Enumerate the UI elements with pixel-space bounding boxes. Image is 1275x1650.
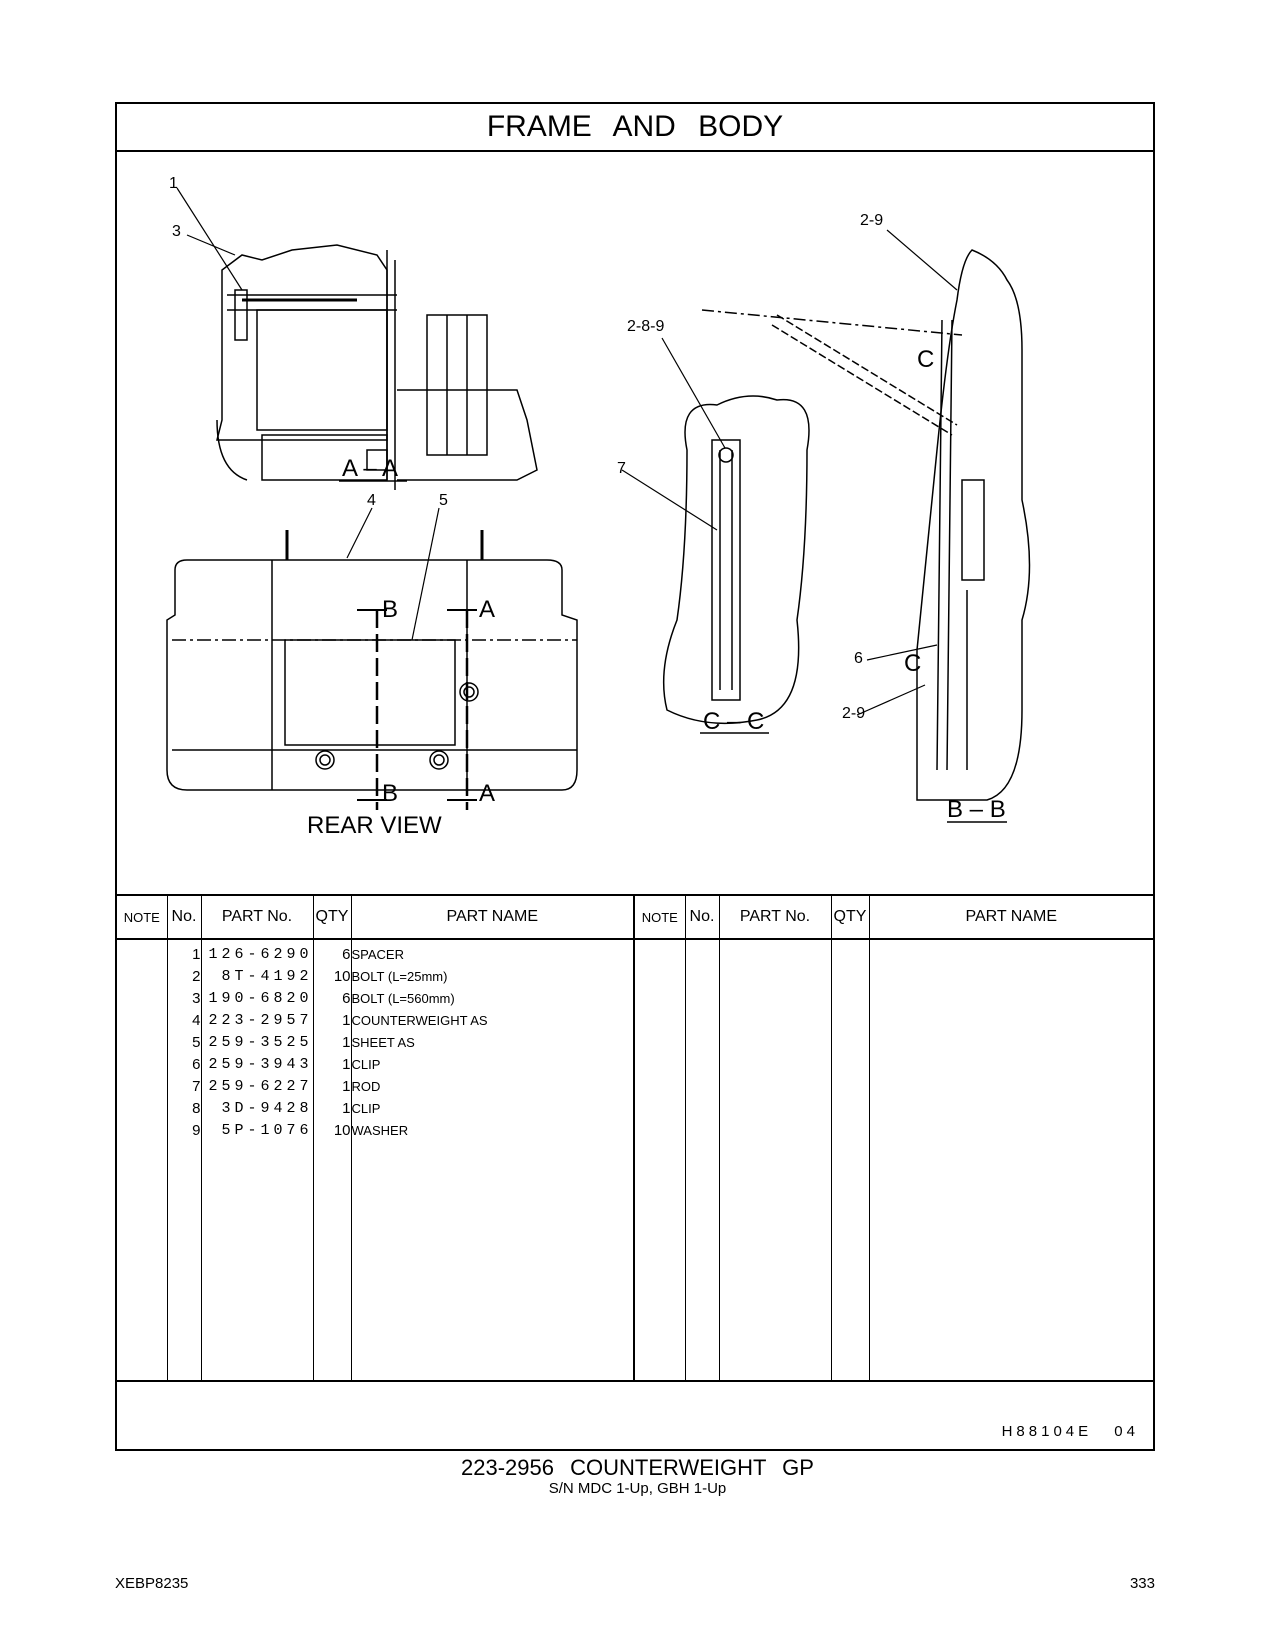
- callout-2-9-bottom: 2-9: [842, 705, 866, 722]
- row-part-name: BOLT (L=560mm): [351, 991, 455, 1006]
- parts-page-frame: FRAME AND BODY: [115, 102, 1155, 1451]
- header-no: No.: [685, 896, 720, 940]
- section-mark-a-bottom: A: [479, 780, 496, 807]
- note-column: [635, 939, 686, 1381]
- callout-5: 5: [439, 492, 448, 509]
- rear-view-figure: [166, 530, 578, 810]
- callout-7: 7: [617, 460, 626, 477]
- row-part-name: ROD: [351, 1079, 381, 1094]
- row-no: 3: [192, 990, 201, 1007]
- note-column: [117, 939, 168, 1381]
- row-part-name: SHEET AS: [351, 1035, 415, 1050]
- view-label-rear: REAR VIEW: [307, 812, 442, 839]
- exploded-drawing: 1 3 4 5 2-8-9 7 2-9 6 2-9 A – A C – C B …: [117, 150, 1153, 894]
- qty-column: [831, 939, 870, 1381]
- callout-2-8-9: 2-8-9: [627, 318, 665, 335]
- drawing-code-bar: H88104E 04: [117, 1380, 1153, 1452]
- row-qty: 10: [333, 1122, 351, 1139]
- section-mark-a-top: A: [479, 596, 496, 623]
- parts-table-right: NOTE No. PART No. QTY PART NAME: [635, 896, 1153, 1381]
- callout-3: 3: [172, 223, 181, 240]
- page-number: 333: [1129, 1575, 1155, 1592]
- row-qty: 1: [342, 1056, 351, 1073]
- row-qty: 10: [333, 968, 351, 985]
- row-no: 7: [192, 1078, 201, 1095]
- group-title: 223-2956 COUNTERWEIGHT GP: [461, 1455, 814, 1480]
- row-qty: 1: [342, 1078, 351, 1095]
- row-no: 8: [192, 1100, 201, 1117]
- row-part-name: COUNTERWEIGHT AS: [351, 1013, 488, 1028]
- header-no: No.: [167, 896, 202, 940]
- row-qty: 6: [342, 990, 351, 1007]
- view-label-bb: B – B: [947, 796, 1006, 823]
- row-part-no: 8T-4192: [221, 968, 313, 985]
- header-part-no: PART No.: [201, 896, 314, 940]
- section-mark-b-bottom: B: [382, 780, 399, 807]
- view-label-aa: A – A: [342, 455, 399, 482]
- row-part-no: 259-3943: [208, 1056, 313, 1073]
- header-part-name: PART NAME: [869, 896, 1153, 940]
- row-part-name: BOLT (L=25mm): [351, 969, 448, 984]
- leader-lines: [176, 187, 958, 716]
- row-part-name: WASHER: [351, 1123, 409, 1138]
- row-part-no: 126-6290: [208, 946, 313, 963]
- row-no: 1: [192, 946, 201, 963]
- row-no: 2: [192, 968, 201, 985]
- parts-table-left: NOTE No. PART No. QTY PART NAME 1 2 3 4 …: [117, 896, 635, 1381]
- view-bb-figure: [701, 249, 1031, 801]
- row-part-no: 259-3525: [208, 1034, 313, 1051]
- drawing-lines: [166, 187, 1031, 823]
- view-aa-figure: [216, 244, 538, 490]
- section-mark-b-top: B: [382, 596, 399, 623]
- row-qty: 1: [342, 1012, 351, 1029]
- row-no: 4: [192, 1012, 201, 1029]
- no-column: 1 2 3 4 5 6 7 8 9: [167, 939, 202, 1381]
- row-part-name: SPACER: [351, 947, 405, 962]
- row-qty: 1: [342, 1034, 351, 1051]
- row-part-no: 190-6820: [208, 990, 313, 1007]
- parts-list-table: NOTE No. PART No. QTY PART NAME 1 2 3 4 …: [117, 894, 1153, 1381]
- row-part-no: 223-2957: [208, 1012, 313, 1029]
- header-part-name: PART NAME: [351, 896, 634, 940]
- section-mark-c-top: C: [917, 346, 935, 373]
- callout-2-9-top: 2-9: [860, 212, 884, 229]
- row-qty: 1: [342, 1100, 351, 1117]
- section-mark-c-bottom: C: [904, 650, 922, 677]
- row-part-no: 3D-9428: [221, 1100, 313, 1117]
- row-part-no: 5P-1076: [221, 1122, 313, 1139]
- qty-column: 6 10 6 1 1 1 1 1 10: [313, 939, 352, 1381]
- no-column: [685, 939, 720, 1381]
- row-no: 5: [192, 1034, 201, 1051]
- header-part-no: PART No.: [719, 896, 832, 940]
- part-name-column: [869, 939, 1153, 1381]
- callout-4: 4: [367, 492, 376, 509]
- row-qty: 6: [342, 946, 351, 963]
- header-note: NOTE: [117, 896, 168, 940]
- row-part-no: 259-6227: [208, 1078, 313, 1095]
- part-no-column: [719, 939, 832, 1381]
- row-no: 6: [192, 1056, 201, 1073]
- view-label-cc: C – C: [703, 708, 765, 735]
- part-name-column: SPACER BOLT (L=25mm) BOLT (L=560mm) COUN…: [351, 939, 634, 1381]
- callout-6: 6: [854, 650, 863, 667]
- page-title: FRAME AND BODY: [117, 104, 1153, 152]
- document-id: XEBP8235: [115, 1575, 189, 1592]
- header-qty: QTY: [313, 896, 352, 940]
- part-no-column: 126-6290 8T-4192 190-6820 223-2957 259-3…: [201, 939, 314, 1381]
- view-cc-figure: [662, 395, 810, 725]
- row-part-name: CLIP: [351, 1101, 381, 1116]
- header-note: NOTE: [635, 896, 686, 940]
- callout-1: 1: [169, 175, 178, 192]
- row-no: 9: [192, 1122, 201, 1139]
- serial-range: S/N MDC 1-Up, GBH 1-Up: [548, 1480, 727, 1497]
- row-part-name: CLIP: [351, 1057, 381, 1072]
- drawing-code: H88104E 04: [1001, 1423, 1139, 1440]
- header-qty: QTY: [831, 896, 870, 940]
